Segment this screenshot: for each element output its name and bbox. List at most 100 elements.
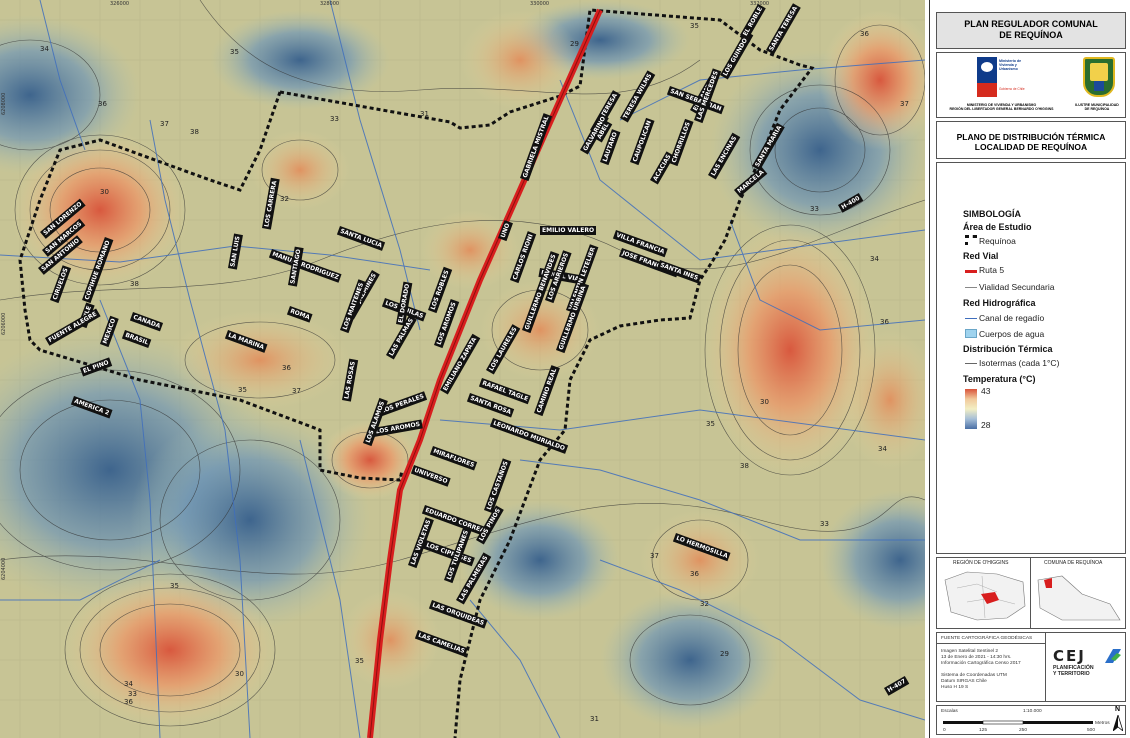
north-arrow-icon	[1113, 715, 1123, 731]
legend-road-network: Red Vial	[963, 251, 999, 261]
coord-left-label: 6206000	[1, 312, 7, 335]
ministry-tag: Gobierno de Chile	[999, 87, 1025, 91]
source-line-3: Información Cartográfica Censo 2017	[941, 661, 1021, 666]
secondary-road-symbol	[965, 287, 977, 288]
plan-subtitle-text: PLANO DE DISTRIBUCIÓN TÉRMICA LOCALIDAD …	[956, 132, 1106, 152]
isotherm-value-label: 35	[170, 582, 179, 590]
isotherm-value-label: 38	[130, 280, 139, 288]
isotherm-value-label: 35	[230, 48, 239, 56]
legend-t-max: 43	[981, 386, 991, 396]
commune-locator: COMUNA DE REQUÍNOA	[1032, 558, 1126, 628]
isotherm-value-label: 29	[720, 650, 729, 658]
source-line-4: Sistema de Coordenadas UTM	[941, 673, 1007, 678]
isotherm-value-label: 31	[590, 715, 599, 723]
isotherm-value-label: 31	[420, 110, 429, 118]
scale-ratio: 1:10.000	[1023, 709, 1042, 714]
isotherm-value-label: 38	[740, 462, 749, 470]
legend-ruta5: Ruta 5	[979, 265, 1005, 275]
commune-locator-title: COMUNA DE REQUÍNOA	[1044, 560, 1103, 566]
map-legend-panel: PLAN REGULADOR COMUNAL DE REQUÍNOA Minis…	[929, 0, 1130, 738]
ministry-name: Ministerio de Vivienda y Urbanismo	[999, 59, 1022, 72]
isotherm-value-label: 36	[880, 318, 889, 326]
isotherm-value-label: 29	[570, 40, 579, 48]
isotherm-value-label: 36	[98, 100, 107, 108]
isotherm-value-label: 34	[124, 680, 133, 688]
plan-title: PLAN REGULADOR COMUNAL DE REQUÍNOA	[936, 12, 1126, 49]
isotherm-value-label: 33	[820, 520, 829, 528]
legend-canal: Canal de regadío	[979, 313, 1045, 323]
legend-study-area: Área de Estudio	[963, 222, 1032, 232]
isotherm-symbol	[965, 363, 977, 364]
legend-temperature: Temperatura (°C)	[963, 374, 1036, 384]
isotherm-value-label: 34	[40, 45, 49, 53]
isotherm-value-label: 33	[330, 115, 339, 123]
ministry-caption: MINISTERIO DE VIVIENDA Y URBANISMO REGIÓ…	[949, 103, 1054, 111]
isotherm-lines	[0, 0, 925, 727]
study-area-boundary	[279, 8, 815, 738]
study-area-boundary-west	[18, 91, 404, 482]
cej-tagline: PLANIFICACIÓN Y TERRITORIO	[1053, 665, 1094, 677]
region-locator: REGIÓN DE O'HIGGINS	[937, 558, 1031, 628]
region-locator-title: REGIÓN DE O'HIGGINS	[953, 560, 1009, 566]
legend: SIMBOLOGÍA Área de Estudio Requínoa Red …	[936, 162, 1126, 554]
thermal-map[interactable]: 326000328000330000332000 620800062060006…	[0, 0, 925, 738]
isotherm-value-label: 36	[124, 698, 133, 706]
isotherm-value-label: 34	[878, 445, 887, 453]
municipality-crest	[1083, 57, 1115, 97]
cej-logo: CEJ PLANIFICACIÓN Y TERRITORIO	[1051, 647, 1123, 687]
scale-unit: Metros	[1095, 721, 1110, 726]
source-line-6: Huso H 19 S	[941, 685, 969, 690]
ministry-logo: Ministerio de Vivienda y Urbanismo Gobie…	[977, 57, 1029, 99]
logo-strip: Ministerio de Vivienda y Urbanismo Gobie…	[936, 52, 1126, 118]
coord-top-label: 328000	[320, 1, 340, 7]
legend-t-min: 28	[981, 420, 991, 430]
cej-mark-icon	[1105, 649, 1121, 663]
scale-tick-2: 250	[1019, 728, 1028, 733]
isotherm-value-label: 32	[280, 195, 289, 203]
isotherm-value-label: 35	[706, 420, 715, 428]
locator-maps: REGIÓN DE O'HIGGINS COMUNA DE REQUÍNOA	[936, 557, 1126, 629]
coord-top-label: 330000	[530, 1, 550, 7]
isotherm-value-label: 36	[282, 364, 291, 372]
scale-tick-0: 0	[943, 728, 946, 733]
cej-wordmark: CEJ	[1053, 647, 1086, 665]
isotherm-value-label: 35	[355, 657, 364, 665]
legend-isotherms: Isotermas (cada 1°C)	[979, 358, 1060, 368]
north-label: N	[1115, 706, 1121, 713]
water-symbol	[965, 329, 977, 338]
plan-title-text: PLAN REGULADOR COMUNAL DE REQUÍNOA	[964, 19, 1098, 40]
legend-water: Cuerpos de agua	[979, 329, 1045, 339]
isotherm-value-label: 32	[700, 600, 709, 608]
legend-hydro: Red Hidrográfica	[963, 298, 1036, 308]
scale-label: Escalas	[941, 709, 958, 714]
coord-top-label: 326000	[110, 1, 130, 7]
isotherm-value-label: 35	[690, 22, 699, 30]
isotherm-value-label: 37	[900, 100, 909, 108]
municipality-caption: ILUSTRE MUNICIPALIDAD DE REQUÍNOA	[1075, 103, 1119, 111]
legend-heading: SIMBOLOGÍA	[963, 209, 1021, 219]
source-info: FUENTE CARTOGRÁFICA GEODÉSICAS Imagen Sa…	[936, 632, 1126, 702]
isotherm-value-label: 36	[860, 30, 869, 38]
isotherm-value-label: 34	[870, 255, 879, 263]
temperature-ramp	[965, 389, 977, 429]
legend-thermal: Distribución Térmica	[963, 344, 1053, 354]
scale-tick-1: 125	[979, 728, 988, 733]
ruta5-symbol	[965, 270, 977, 273]
isotherm-value-label: 33	[128, 690, 137, 698]
source-heading: FUENTE CARTOGRÁFICA GEODÉSICAS	[941, 636, 1033, 641]
isotherm-value-label: 37	[650, 552, 659, 560]
isotherm-value-label: 30	[235, 670, 244, 678]
isotherm-value-label: 37	[160, 120, 169, 128]
isotherm-value-label: 38	[190, 128, 199, 136]
isotherm-value-label: 33	[810, 205, 819, 213]
requinoa-symbol	[965, 235, 977, 245]
coord-left-label: 6204000	[1, 557, 7, 580]
source-line-5: Datum SIRGAS Chile	[941, 679, 987, 684]
isotherm-value-label: 30	[100, 188, 109, 196]
source-line-1: Imagen Satelital Sentinel 2	[941, 649, 999, 654]
legend-secondary: Vialidad Secundaria	[979, 282, 1055, 292]
isotherm-value-label: 37	[292, 387, 301, 395]
isotherm-value-label: 35	[238, 386, 247, 394]
plan-subtitle: PLANO DE DISTRIBUCIÓN TÉRMICA LOCALIDAD …	[936, 121, 1126, 159]
isotherm-value-label: 36	[690, 570, 699, 578]
